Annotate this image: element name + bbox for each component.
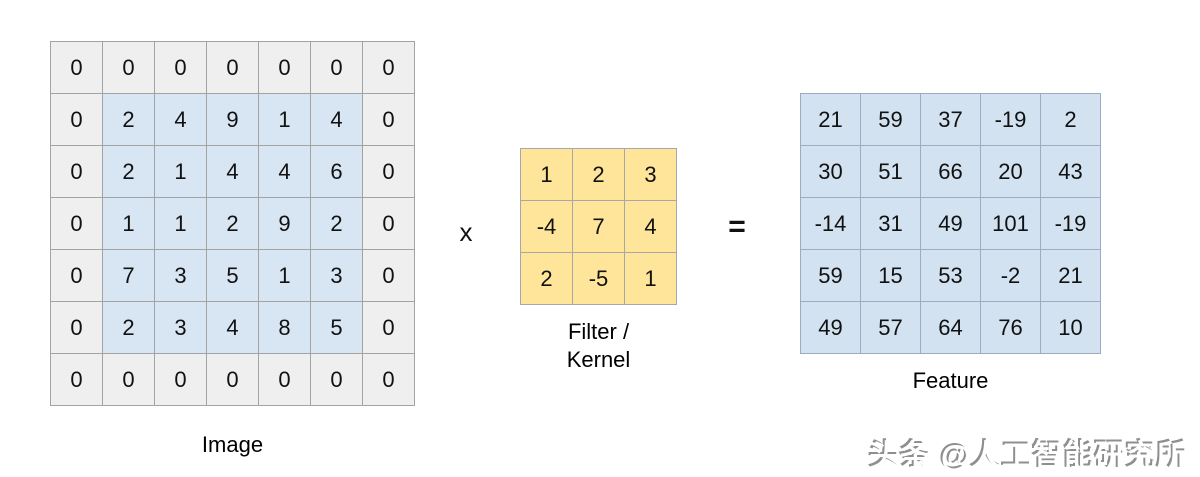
grid-cell: 0 [103, 354, 154, 405]
grid-cell: 3 [155, 302, 206, 353]
filter-label-line1: Filter / [567, 319, 630, 344]
grid-cell: 31 [861, 198, 920, 249]
watermark-text-highlight: 头条 @人工智能研究所 [869, 440, 1188, 473]
grid-cell: 0 [155, 354, 206, 405]
grid-cell: 0 [363, 354, 414, 405]
grid-cell: 0 [51, 146, 102, 197]
grid-cell: 7 [103, 250, 154, 301]
grid-cell: 0 [51, 354, 102, 405]
grid-cell: 4 [625, 201, 676, 252]
filter-label-line2: Kernel [566, 347, 631, 372]
grid-cell: 0 [259, 354, 310, 405]
grid-cell: 1 [259, 250, 310, 301]
grid-cell: 6 [311, 146, 362, 197]
grid-cell: 76 [981, 302, 1040, 353]
grid-cell: 1 [155, 198, 206, 249]
grid-cell: -19 [1041, 198, 1100, 249]
grid-cell: 51 [861, 146, 920, 197]
grid-cell: -2 [981, 250, 1040, 301]
grid-cell: 66 [921, 146, 980, 197]
watermark: 头条 @人工智能研究所 头条 @人工智能研究所 [867, 429, 1188, 473]
grid-cell: 49 [801, 302, 860, 353]
grid-cell: 15 [861, 250, 920, 301]
grid-cell: 0 [311, 42, 362, 93]
grid-cell: 37 [921, 94, 980, 145]
grid-cell: 0 [363, 94, 414, 145]
grid-cell: 0 [363, 302, 414, 353]
grid-cell: 2 [1041, 94, 1100, 145]
grid-cell: 59 [801, 250, 860, 301]
grid-cell: 0 [259, 42, 310, 93]
grid-cell: 59 [861, 94, 920, 145]
grid-cell: 0 [363, 198, 414, 249]
grid-cell: 0 [207, 42, 258, 93]
grid-cell: 2 [103, 146, 154, 197]
image-grid-label: Image [201, 432, 264, 457]
grid-cell: 64 [921, 302, 980, 353]
grid-cell: 4 [311, 94, 362, 145]
grid-cell: 3 [625, 149, 676, 200]
grid-cell: 5 [207, 250, 258, 301]
grid-cell: 1 [103, 198, 154, 249]
grid-cell: -4 [521, 201, 572, 252]
grid-cell: 0 [103, 42, 154, 93]
grid-cell: 2 [521, 253, 572, 304]
grid-cell: 3 [155, 250, 206, 301]
grid-cell: 0 [363, 42, 414, 93]
grid-cell: 2 [103, 302, 154, 353]
grid-cell: 0 [207, 354, 258, 405]
grid-cell: 1 [521, 149, 572, 200]
grid-cell: 5 [311, 302, 362, 353]
grid-cell: 21 [1041, 250, 1100, 301]
grid-cell: 101 [981, 198, 1040, 249]
grid-cell: 0 [311, 354, 362, 405]
grid-cell: 1 [155, 146, 206, 197]
grid-cell: 4 [207, 302, 258, 353]
grid-cell: 49 [921, 198, 980, 249]
grid-cell: 57 [861, 302, 920, 353]
grid-cell: 0 [363, 146, 414, 197]
grid-cell: 53 [921, 250, 980, 301]
grid-cell: 30 [801, 146, 860, 197]
grid-cell: 1 [625, 253, 676, 304]
grid-cell: 0 [51, 250, 102, 301]
filter-kernel-label: Filter / Kernel [495, 318, 702, 374]
grid-cell: 4 [259, 146, 310, 197]
feature-map-label: Feature [912, 368, 989, 393]
grid-cell: 43 [1041, 146, 1100, 197]
grid-cell: 4 [207, 146, 258, 197]
grid-cell: 0 [51, 94, 102, 145]
grid-cell: 9 [259, 198, 310, 249]
watermark-text-base: 头条 @人工智能研究所 [867, 438, 1186, 471]
grid-cell: 2 [103, 94, 154, 145]
grid-cell: 20 [981, 146, 1040, 197]
grid-cell: 4 [155, 94, 206, 145]
grid-cell: 9 [207, 94, 258, 145]
grid-cell: -14 [801, 198, 860, 249]
grid-cell: 0 [155, 42, 206, 93]
multiply-operator: x [459, 217, 473, 247]
grid-cell: 1 [259, 94, 310, 145]
equals-operator: = [728, 210, 746, 243]
grid-cell: -19 [981, 94, 1040, 145]
grid-cell: 8 [259, 302, 310, 353]
grid-cell: 2 [311, 198, 362, 249]
grid-cell: 3 [311, 250, 362, 301]
grid-cell: 0 [51, 302, 102, 353]
grid-cell: -5 [573, 253, 624, 304]
grid-cell: 2 [573, 149, 624, 200]
grid-cell: 7 [573, 201, 624, 252]
grid-cell: 2 [207, 198, 258, 249]
grid-cell: 21 [801, 94, 860, 145]
grid-cell: 0 [51, 42, 102, 93]
grid-cell: 0 [51, 198, 102, 249]
grid-cell: 10 [1041, 302, 1100, 353]
grid-cell: 0 [363, 250, 414, 301]
